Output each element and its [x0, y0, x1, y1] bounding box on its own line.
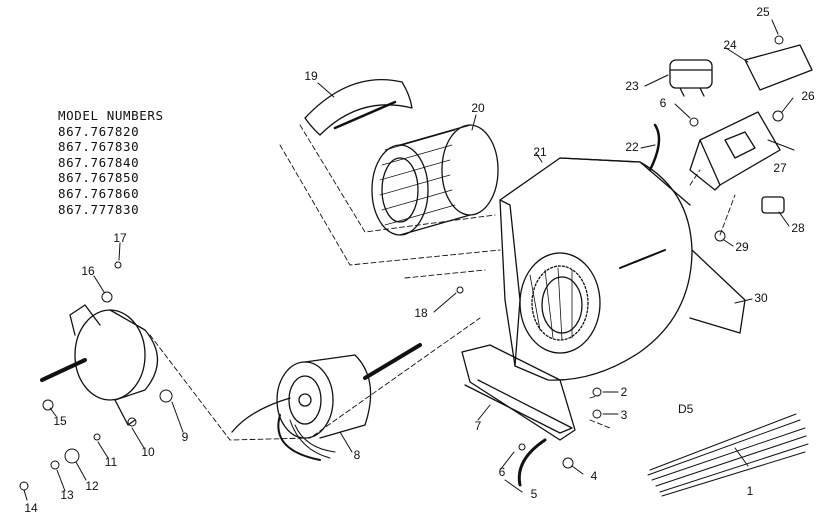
part-label-27: 27	[773, 161, 787, 175]
part-label-6-upper: 6	[660, 96, 667, 110]
part-label-17: 17	[113, 231, 127, 245]
model-number: 867.767830	[58, 139, 140, 155]
part-label-26: 26	[801, 89, 815, 103]
part-label-5: 5	[531, 487, 538, 501]
hardware	[19, 35, 784, 491]
part-label-25: 25	[756, 5, 770, 19]
capacitor-assembly	[648, 44, 813, 214]
part-label-8: 8	[354, 448, 361, 462]
model-number: 867.767820	[58, 123, 140, 139]
part-label-21: 21	[533, 145, 547, 159]
blower-motor	[231, 343, 422, 461]
alignment-lines	[149, 124, 736, 441]
motor-band	[40, 304, 158, 426]
part-label-2: 2	[621, 385, 628, 399]
model-numbers-block: MODEL NUMBERS 867.767820 867.767830 867.…	[58, 108, 164, 217]
part-label-10: 10	[141, 445, 155, 459]
motor-mount-bracket	[461, 344, 576, 441]
part-label-1: 1	[747, 484, 754, 498]
blower-housing	[499, 157, 746, 381]
part-label-3: 3	[621, 408, 628, 422]
part-label-11: 11	[105, 455, 118, 469]
cutoff-plate	[304, 78, 413, 136]
blower-wheel	[371, 124, 499, 236]
part-label-20: 20	[471, 101, 485, 115]
part-label-6-lower: 6	[499, 465, 506, 479]
part-label-23: 23	[625, 79, 639, 93]
part-label-15: 15	[53, 414, 67, 428]
strain-relief	[517, 438, 547, 487]
wiring-harness	[647, 413, 809, 497]
model-number: 867.767840	[58, 154, 140, 170]
part-label-29: 29	[735, 240, 749, 254]
part-label-12: 12	[85, 479, 99, 493]
leader-lines	[23, 19, 795, 501]
part-label-24: 24	[723, 38, 737, 52]
part-label-16: 16	[81, 264, 95, 278]
part-label-14: 14	[24, 501, 38, 515]
part-label-19: 19	[304, 69, 318, 83]
part-label-9: 9	[182, 430, 189, 444]
part-label-7: 7	[475, 419, 482, 433]
model-numbers-heading: MODEL NUMBERS	[58, 108, 164, 123]
part-label-22: 22	[625, 140, 639, 154]
diagram-code: D5	[678, 402, 694, 416]
part-label-13: 13	[60, 488, 74, 502]
part-label-4: 4	[591, 469, 598, 483]
part-number-labels: 1 2 3 4 5 6 6 7 8 9 10 11 12 13 14 15 16…	[24, 5, 815, 515]
part-label-28: 28	[791, 221, 805, 235]
model-number: 867.767860	[58, 185, 140, 201]
model-number: 867.777830	[58, 201, 140, 217]
part-label-18: 18	[414, 306, 428, 320]
part-label-30: 30	[754, 291, 768, 305]
model-number: 867.767850	[58, 170, 140, 186]
